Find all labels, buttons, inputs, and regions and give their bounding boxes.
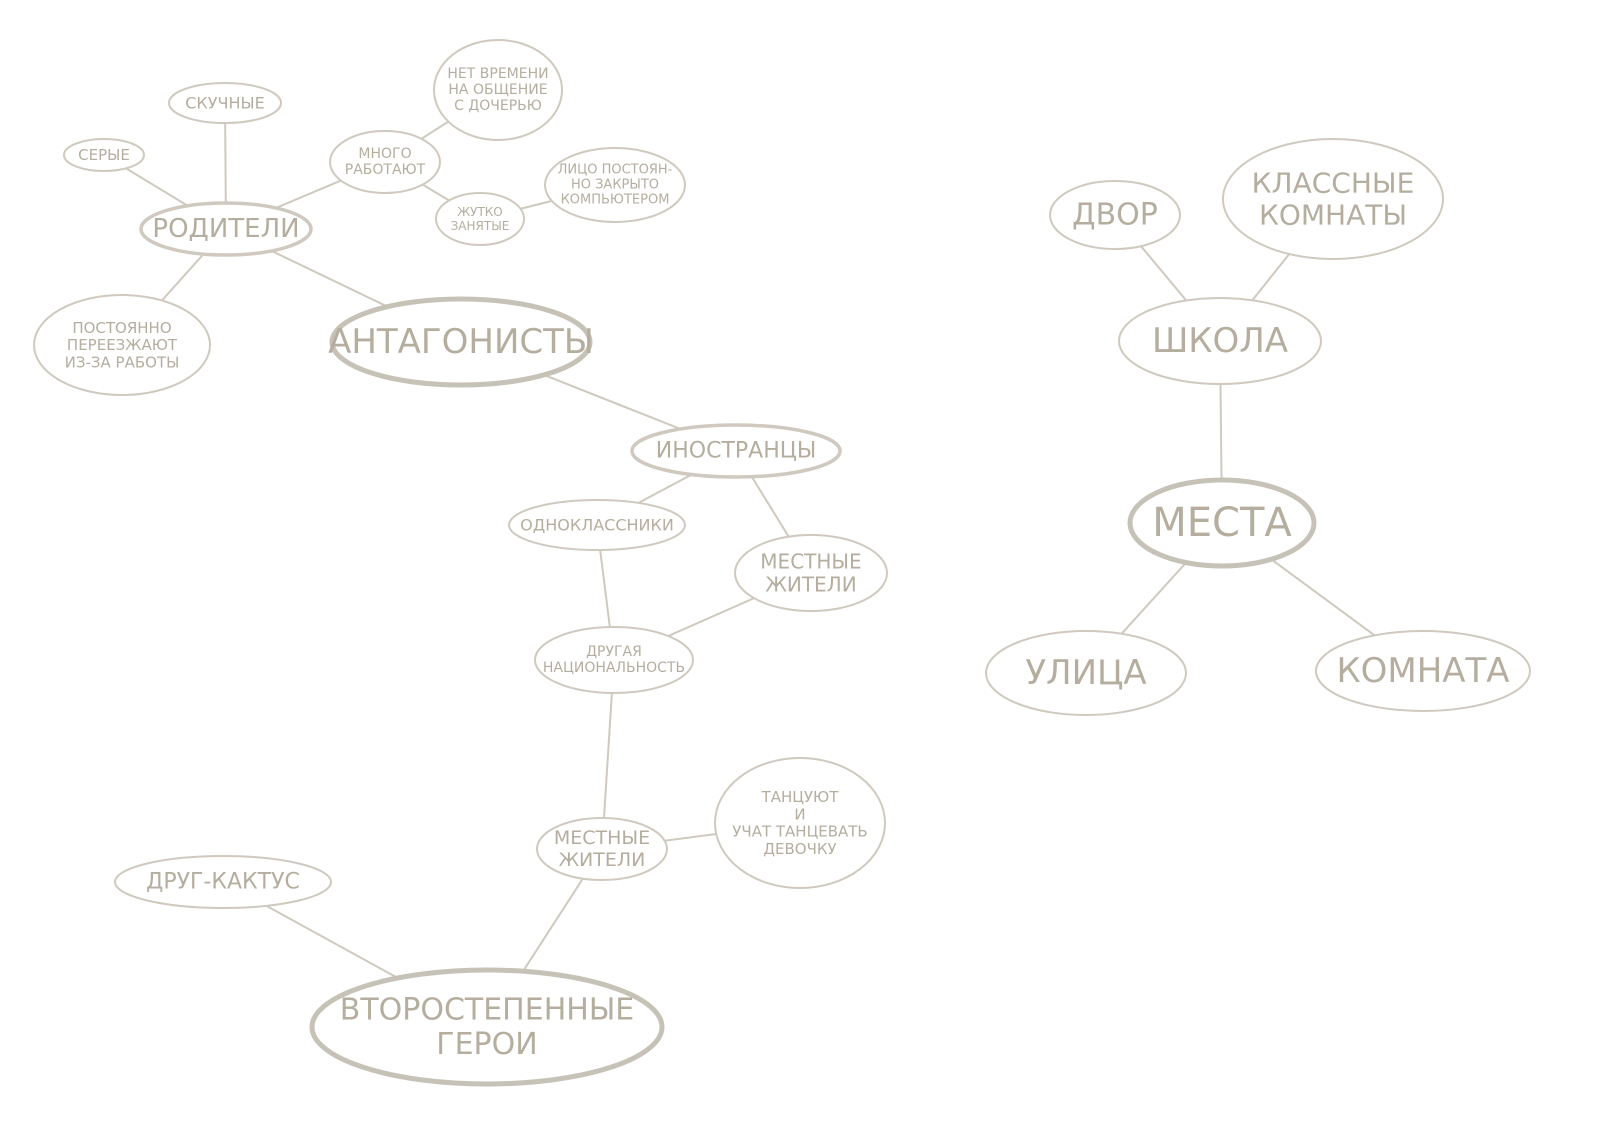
label-mnogo-rabotayut: МНОГО <box>358 146 411 162</box>
label-odnoklassniki: ОДНОКЛАССНИКИ <box>520 516 674 535</box>
label-inostrantsy: ИНОСТРАНЦЫ <box>656 439 816 464</box>
label-drugaya-natsionalnost: НАЦИОНАЛЬНОСТЬ <box>543 660 685 676</box>
label-mesta: МЕСТА <box>1152 500 1292 546</box>
ellipse-postoyanno-pereezzhayut <box>33 294 211 396</box>
label-net-vremeni: НЕТ ВРЕМЕНИ <box>447 66 548 82</box>
node-drug-kaktus: ДРУГ-КАКТУС <box>114 855 332 909</box>
node-antagonisty: АНТАГОНИСТЫ <box>328 296 594 388</box>
label-postoyanno-pereezzhayut: ПЕРЕЕЗЖАЮТ <box>67 336 178 354</box>
label-shkola: ШКОЛА <box>1152 321 1288 361</box>
ellipse-komnata <box>1315 630 1531 712</box>
label-zhutko-zanyatye: ЗАНЯТЫЕ <box>451 219 510 233</box>
ellipse-mesta <box>1127 477 1317 569</box>
label-mnogo-rabotayut: РАБОТАЮТ <box>345 162 426 178</box>
label-net-vremeni: С ДОЧЕРЬЮ <box>454 98 542 114</box>
ellipse-serye <box>63 138 145 172</box>
label-mestnye-zhiteli-1: ЖИТЕЛИ <box>765 573 856 597</box>
ellipse-drug-kaktus <box>114 855 332 909</box>
label-postoyanno-pereezzhayut: ИЗ-ЗА РАБОТЫ <box>65 353 180 371</box>
label-zhutko-zanyatye: ЖУТКО <box>457 205 503 219</box>
ellipse-odnoklassniki <box>508 499 686 551</box>
label-postoyanno-pereezzhayut: ПОСТОЯННО <box>72 319 171 337</box>
ellipse-dvor <box>1049 180 1181 250</box>
label-ulitsa: УЛИЦА <box>1025 653 1146 693</box>
label-roditeli: РОДИТЕЛИ <box>152 214 299 244</box>
node-mesta: МЕСТА <box>1127 477 1317 569</box>
label-mestnye-zhiteli-2: ЖИТЕЛИ <box>559 849 646 871</box>
label-serye: СЕРЫЕ <box>78 146 130 164</box>
label-net-vremeni: НА ОБЩЕНИЕ <box>448 82 547 98</box>
label-drugaya-natsionalnost: ДРУГАЯ <box>586 644 642 660</box>
ellipse-tantsuyut <box>714 757 886 889</box>
label-tantsuyut: УЧАТ ТАНЦЕВАТЬ <box>732 823 867 841</box>
node-shkola: ШКОЛА <box>1118 297 1322 385</box>
label-tantsuyut: ТАНЦУЮТ <box>761 788 840 806</box>
ellipse-mestnye-zhiteli-1 <box>734 534 888 612</box>
ellipse-zhutko-zanyatye <box>435 192 525 246</box>
ellipse-net-vremeni <box>433 39 563 141</box>
ellipse-shkola <box>1118 297 1322 385</box>
ellipse-roditeli <box>139 201 313 257</box>
label-klassnye-komnaty: КЛАССНЫЕ <box>1252 166 1415 199</box>
ellipse-inostrantsy <box>630 423 842 479</box>
ellipse-antagonisty <box>329 296 593 388</box>
label-mestnye-zhiteli-1: МЕСТНЫЕ <box>760 550 861 574</box>
node-komnata: КОМНАТА <box>1315 630 1531 712</box>
node-serye: СЕРЫЕ <box>63 138 145 172</box>
label-litso-zakryto: КОМПЬЮТЕРОМ <box>561 192 670 207</box>
node-inostrantsy: ИНОСТРАНЦЫ <box>630 423 842 479</box>
node-dvor: ДВОР <box>1049 180 1181 250</box>
label-drug-kaktus: ДРУГ-КАКТУС <box>146 870 300 895</box>
label-vtorostepennye-geroi: ВТОРОСТЕПЕННЫЕ <box>340 992 635 1027</box>
label-tantsuyut: ДЕВОЧКУ <box>763 840 836 858</box>
ellipse-mestnye-zhiteli-2 <box>536 817 668 881</box>
label-dvor: ДВОР <box>1072 198 1158 233</box>
label-klassnye-komnaty: КОМНАТЫ <box>1259 199 1407 232</box>
ellipse-drugaya-natsionalnost <box>534 626 694 694</box>
label-vtorostepennye-geroi: ГЕРОИ <box>436 1027 537 1062</box>
ellipse-vtorostepennye-geroi <box>309 967 665 1087</box>
ellipse-mnogo-rabotayut <box>329 130 441 194</box>
ellipse-litso-zakryto <box>544 147 686 223</box>
label-antagonisty: АНТАГОНИСТЫ <box>328 322 594 362</box>
ellipse-klassnye-komnaty <box>1222 138 1444 260</box>
label-mestnye-zhiteli-2: МЕСТНЫЕ <box>554 827 650 849</box>
ellipse-skuchnye <box>168 82 282 124</box>
label-tantsuyut: И <box>794 805 805 823</box>
node-ulitsa: УЛИЦА <box>985 630 1187 716</box>
label-litso-zakryto: НО ЗАКРЫТО <box>571 178 659 193</box>
node-ellipses: АНТАГОНИСТЫ РОДИТЕЛИ СЕРЫЕ СКУЧНЫЕ МНОГОРАБО… <box>33 39 1531 1087</box>
ellipse-ulitsa <box>985 630 1187 716</box>
label-litso-zakryto: ЛИЦО ПОСТОЯН- <box>558 163 673 178</box>
node-skuchnye: СКУЧНЫЕ <box>168 82 282 124</box>
node-odnoklassniki: ОДНОКЛАССНИКИ <box>508 499 686 551</box>
label-skuchnye: СКУЧНЫЕ <box>185 94 265 113</box>
label-komnata: КОМНАТА <box>1336 651 1509 691</box>
node-roditeli: РОДИТЕЛИ <box>139 201 313 257</box>
